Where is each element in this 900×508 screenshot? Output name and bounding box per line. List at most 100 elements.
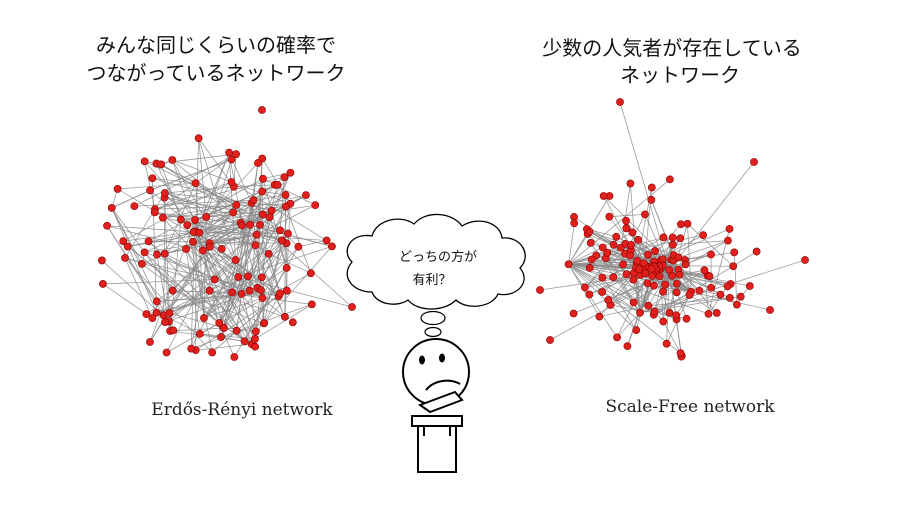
er-node [227, 178, 236, 186]
er-edge [144, 212, 234, 253]
er-node [202, 213, 211, 221]
sf-node [599, 192, 608, 200]
er-node [230, 353, 239, 361]
sf-node [725, 224, 734, 233]
er-node [162, 348, 171, 357]
scale-free-network [536, 98, 809, 361]
sf-node [707, 283, 716, 292]
sf-node [672, 288, 681, 297]
sf-node [605, 212, 614, 221]
sf-node [609, 240, 618, 249]
er-edge [198, 138, 207, 218]
sf-node [564, 260, 573, 269]
er-node [311, 201, 320, 210]
sf-node [675, 270, 684, 279]
sf-edge [589, 231, 626, 245]
er-node [168, 286, 177, 295]
sf-node [546, 336, 554, 344]
sf-edge [568, 263, 634, 303]
er-edge [238, 276, 353, 308]
sf-node [676, 234, 685, 243]
sf-node [616, 98, 624, 106]
sf-edge [568, 263, 637, 331]
er-edge [164, 253, 215, 280]
er-node [249, 196, 258, 205]
sf-node [603, 248, 612, 257]
er-node [161, 318, 169, 327]
sf-node [585, 264, 594, 272]
thought-text-line2: 有利？ [412, 273, 451, 288]
er-node [229, 208, 238, 217]
er-edge [237, 276, 256, 347]
sf-node [619, 260, 627, 269]
right-heading-line2: ネットワーク [620, 63, 740, 87]
er-edge [124, 192, 166, 259]
er-node [205, 242, 214, 251]
er-node [144, 237, 153, 246]
left-heading-line2: つながっているネットワーク [87, 61, 346, 85]
sf-node [730, 248, 739, 257]
er-edge [164, 192, 283, 241]
er-node [245, 286, 254, 295]
sf-node [659, 233, 668, 242]
er-node [107, 204, 116, 212]
sf-edge [654, 291, 692, 312]
er-node [220, 324, 228, 332]
er-node [208, 348, 217, 357]
er-edge [195, 343, 252, 351]
sf-node [635, 265, 644, 273]
sf-node [569, 309, 578, 318]
er-edge [111, 190, 151, 209]
er-node [215, 319, 224, 327]
sf-node [668, 233, 677, 242]
er-edge [106, 225, 236, 261]
er-node [294, 242, 303, 251]
er-edge [259, 224, 353, 308]
sf-node [641, 210, 649, 219]
er-edge [198, 138, 235, 188]
er-edge [193, 231, 289, 234]
er-edge [202, 250, 249, 277]
er-node [194, 134, 203, 143]
sf-node [587, 255, 596, 264]
er-node [278, 236, 286, 245]
er-node [148, 174, 157, 183]
er-node [195, 228, 204, 237]
right-heading-line1: 少数の人気者が存在している [542, 36, 801, 60]
sf-node [613, 333, 621, 342]
sf-node [801, 256, 809, 264]
sf-node [644, 301, 653, 310]
thought-cloud-icon [346, 213, 526, 338]
er-node [328, 242, 336, 251]
er-edge [148, 178, 264, 242]
er-node [286, 168, 295, 177]
sf-node [651, 247, 659, 255]
er-node [257, 286, 265, 295]
er-node [198, 246, 207, 255]
sf-node [745, 282, 754, 290]
er-node [217, 244, 226, 253]
sf-node [598, 243, 607, 252]
er-edge [214, 279, 242, 295]
er-node [256, 221, 264, 229]
left-caption: Erdős-Rényi network [151, 400, 333, 420]
sf-edge [568, 254, 674, 265]
er-edge [144, 161, 223, 250]
sf-node [643, 279, 652, 287]
er-node [276, 289, 284, 298]
er-node [281, 191, 290, 199]
er-node [191, 179, 200, 188]
sf-node [659, 287, 668, 296]
er-node [234, 273, 243, 281]
er-node [98, 256, 106, 265]
sf-node [595, 312, 604, 321]
sf-node [685, 291, 694, 299]
sf-edge [678, 257, 692, 292]
er-edge [154, 208, 233, 293]
sf-node [647, 264, 656, 273]
er-node [140, 157, 149, 166]
sf-node [612, 232, 621, 241]
er-edge [228, 152, 236, 261]
er-node [251, 335, 259, 343]
er-edge [168, 244, 256, 322]
